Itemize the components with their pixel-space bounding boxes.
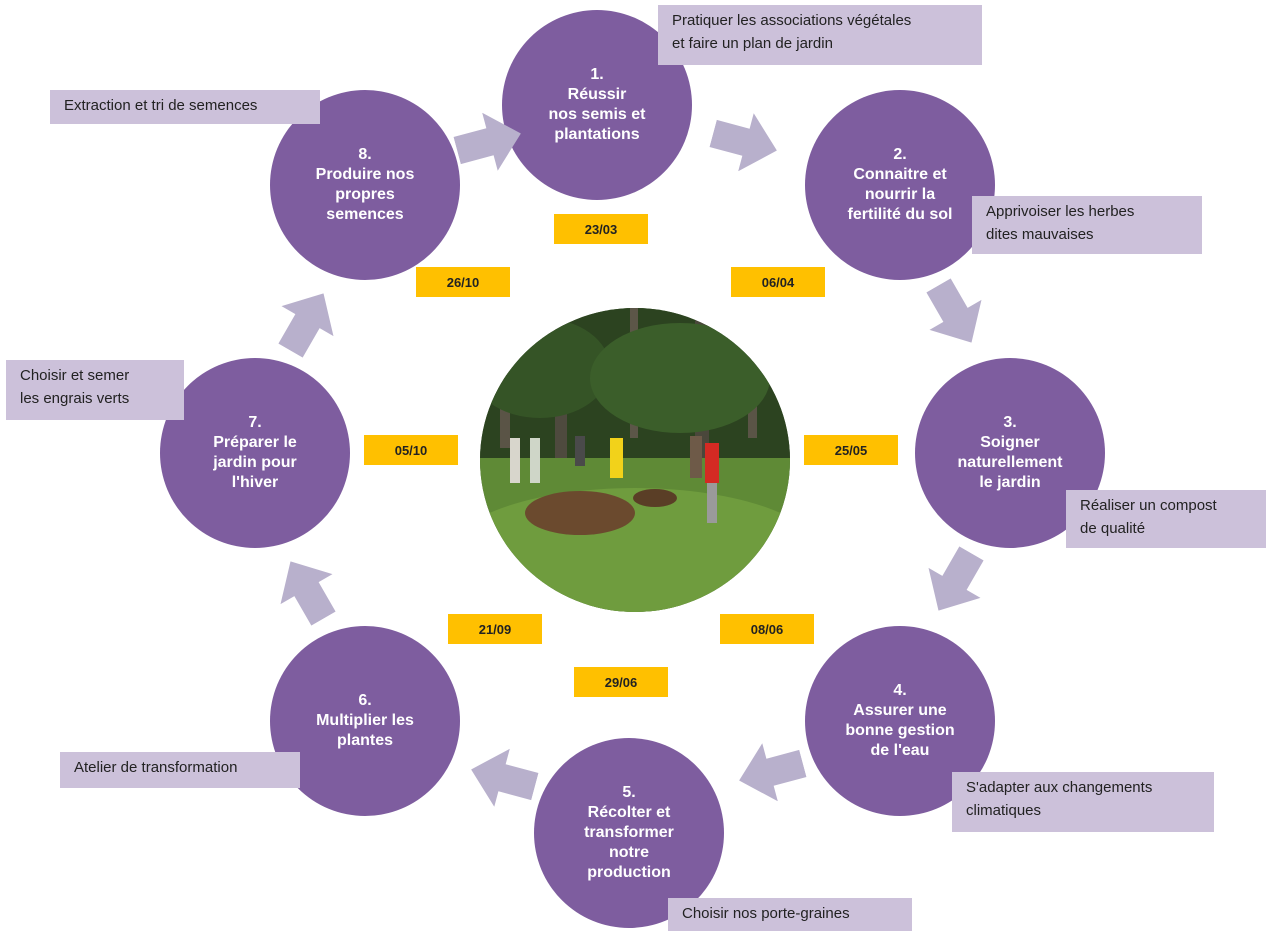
date-step-5: 29/06 [574,667,668,697]
step-5-label: Récolter et transformer notre production [584,804,674,881]
arrow-8-to-1-icon [449,104,528,179]
step-8-label: Produire nos propres semences [315,166,415,223]
note-step-6: Atelier de transformation [60,752,300,788]
arrow-2-to-3-icon [913,270,998,357]
note-step-8: Extraction et tri de semences [50,90,320,124]
note-step-1: Pratiquer les associations végétales et … [658,5,982,65]
step-4-number: 4. [893,682,907,699]
step-6-circle: 6. Multiplier les plantes [270,626,460,816]
arrow-4-to-5-icon [731,734,810,809]
step-8-number: 8. [358,146,372,163]
garden-group-photo [480,308,790,612]
date-step-2: 06/04 [731,267,825,297]
note-step-4: S'adapter aux changements climatiques [952,772,1214,832]
arrow-6-to-7-icon [265,546,350,633]
note-step-2: Apprivoiser les herbes dites mauvaises [972,196,1202,254]
step-6-label: Multiplier les plantes [316,712,414,749]
note-step-5: Choisir nos porte-graines [668,898,912,931]
date-step-8: 26/10 [416,267,510,297]
date-step-7: 05/10 [364,435,458,465]
step-7-number: 7. [248,414,262,431]
note-step-3: Réaliser un compost de qualité [1066,490,1266,548]
step-7-label: Préparer le jardin pour l'hiver [213,434,297,491]
note-step-7: Choisir et semer les engrais verts [6,360,184,420]
step-5-number: 5. [622,784,636,801]
date-step-6: 21/09 [448,614,542,644]
step-1-number: 1. [590,66,604,83]
step-1-label: Réussir nos semis et plantations [548,86,646,143]
date-step-4: 08/06 [720,614,814,644]
step-4-label: Assurer une bonne gestion de l'eau [845,702,955,759]
step-2-number: 2. [893,146,907,163]
date-step-3: 25/05 [804,435,898,465]
arrow-1-to-2-icon [705,104,784,179]
step-2-label: Connaitre et nourrir la fertilité du sol [847,166,953,223]
step-7-circle: 7. Préparer le jardin pour l'hiver [160,358,350,548]
arrow-5-to-6-icon [463,740,542,815]
step-5-circle: 5. Récolter et transformer notre product… [534,738,724,928]
arrow-3-to-4-icon [913,538,998,625]
step-6-number: 6. [358,692,372,709]
step-3-label: Soigner naturellement le jardin [957,434,1063,491]
step-2-circle: 2. Connaitre et nourrir la fertilité du … [805,90,995,280]
date-step-1: 23/03 [554,214,648,244]
step-3-number: 3. [1003,414,1017,431]
arrow-7-to-8-icon [265,278,350,365]
